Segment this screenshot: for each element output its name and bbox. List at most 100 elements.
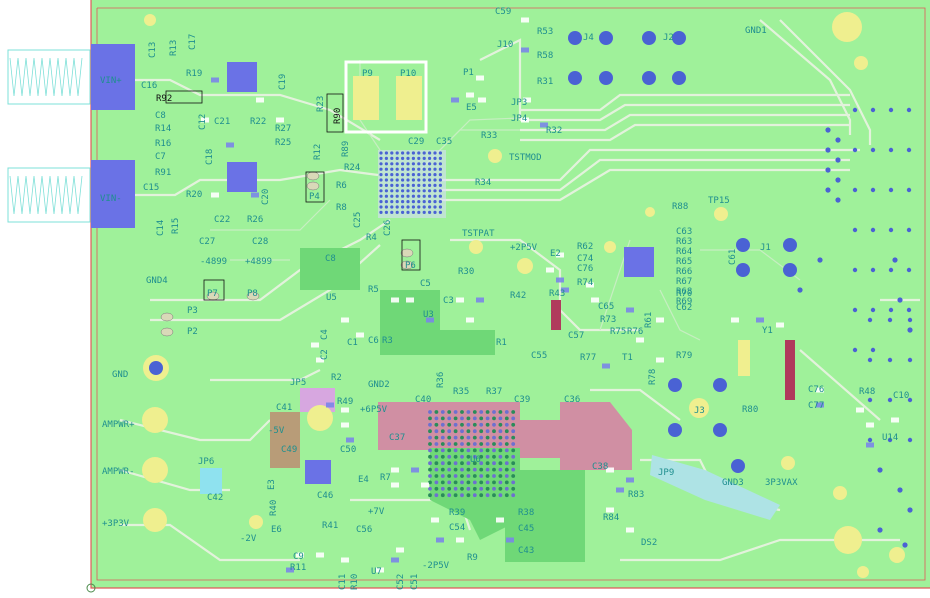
bga-ball bbox=[379, 151, 383, 155]
bga-ball bbox=[422, 194, 426, 198]
bga-ball bbox=[411, 151, 415, 155]
u6-ball bbox=[498, 454, 503, 459]
bga-ball bbox=[384, 194, 388, 198]
bga-ball bbox=[438, 173, 442, 177]
label-r70: R70 bbox=[676, 289, 692, 299]
via bbox=[783, 263, 797, 277]
u6-ball bbox=[453, 461, 458, 466]
label-r24: R24 bbox=[344, 163, 360, 173]
bga-ball bbox=[390, 162, 394, 166]
smd-pad bbox=[546, 267, 554, 273]
u6-ball bbox=[504, 461, 509, 466]
u6-ball bbox=[460, 480, 464, 485]
u6-ball bbox=[472, 480, 477, 485]
bga-ball bbox=[438, 183, 442, 187]
label-r65: R65 bbox=[676, 257, 692, 267]
bga-ball bbox=[433, 194, 437, 198]
smd-pad bbox=[341, 407, 349, 413]
u6-ball bbox=[511, 480, 516, 485]
ic-top-left[interactable] bbox=[227, 62, 257, 92]
mounting-pad bbox=[854, 56, 868, 70]
bga-ball bbox=[401, 167, 405, 171]
u6-ball bbox=[466, 474, 471, 478]
label-r36: R36 bbox=[436, 372, 446, 388]
via bbox=[907, 327, 913, 333]
u6-ball bbox=[511, 435, 516, 440]
u6-ball bbox=[460, 429, 464, 434]
label-r19: R19 bbox=[186, 69, 202, 79]
u6-ball bbox=[479, 435, 484, 440]
u6-ball bbox=[453, 442, 458, 446]
p9-pad[interactable] bbox=[353, 76, 379, 120]
smd-pad bbox=[521, 47, 529, 53]
u6-ball bbox=[485, 454, 490, 459]
c57-component[interactable] bbox=[551, 300, 561, 330]
u6-ball bbox=[434, 493, 439, 498]
u6-ball bbox=[434, 448, 439, 453]
label-y1: Y1 bbox=[762, 326, 773, 336]
via bbox=[852, 267, 858, 273]
c77-component[interactable] bbox=[785, 340, 795, 400]
smd-pad bbox=[523, 97, 531, 103]
u6-ball bbox=[498, 422, 503, 427]
u6-ball bbox=[434, 442, 439, 446]
u6-ball bbox=[447, 448, 452, 453]
label-n5v: -5V bbox=[268, 426, 285, 436]
bga-ball bbox=[417, 162, 421, 166]
via bbox=[736, 238, 750, 252]
smd-pad bbox=[256, 97, 264, 103]
label-c6: C6 bbox=[368, 336, 379, 346]
qfn-ic[interactable] bbox=[624, 247, 654, 277]
label-n2v: -2V bbox=[240, 534, 257, 544]
smd-pad bbox=[391, 482, 399, 488]
u6-ball bbox=[434, 416, 439, 421]
label-e4: E4 bbox=[358, 475, 369, 485]
p10-pad[interactable] bbox=[396, 76, 422, 120]
u3-pour bbox=[380, 290, 495, 355]
sma-connector-bottom[interactable] bbox=[7, 160, 135, 228]
label-gnd2: GND2 bbox=[368, 380, 390, 390]
via bbox=[568, 71, 582, 85]
u6-ball bbox=[447, 461, 452, 466]
label-r53: R53 bbox=[537, 27, 553, 37]
label-ampwr_n: AMPWR- bbox=[102, 467, 135, 477]
bga-ball bbox=[379, 200, 383, 204]
u6-grid[interactable] bbox=[428, 410, 516, 498]
u6-ball bbox=[453, 493, 458, 498]
board-inner-outline bbox=[96, 7, 926, 581]
u6-ball bbox=[440, 454, 445, 459]
bga-ball bbox=[422, 156, 426, 160]
u6-ball bbox=[485, 493, 490, 498]
u6-ball bbox=[460, 422, 464, 427]
label-jp5: JP5 bbox=[290, 378, 306, 388]
label-n4899a: -4899 bbox=[200, 257, 227, 267]
ic-e3[interactable] bbox=[305, 460, 331, 484]
label-r48: R48 bbox=[859, 387, 875, 397]
label-c41: C41 bbox=[276, 403, 292, 413]
u6-ball bbox=[440, 493, 445, 498]
label-r40: R40 bbox=[269, 500, 279, 516]
label-j4: J4 bbox=[583, 33, 594, 43]
label-r91: R91 bbox=[155, 168, 171, 178]
pads-yellow bbox=[142, 12, 905, 578]
ic-mid-left[interactable] bbox=[227, 162, 257, 192]
u6-ball bbox=[466, 448, 471, 453]
label-p9: P9 bbox=[362, 69, 373, 79]
via bbox=[906, 227, 912, 233]
bga-main[interactable] bbox=[378, 150, 446, 218]
label-e5: E5 bbox=[466, 103, 477, 113]
u6-ball bbox=[460, 416, 464, 421]
test-point-pad bbox=[400, 260, 414, 270]
via bbox=[907, 507, 913, 513]
label-gnd1: GND1 bbox=[745, 26, 767, 36]
y1-pad[interactable] bbox=[738, 340, 750, 376]
bga-ball bbox=[395, 173, 399, 177]
smd-pad bbox=[626, 307, 634, 313]
bga-ball bbox=[428, 151, 432, 155]
u6-ball bbox=[460, 493, 464, 498]
sma-connector-top[interactable] bbox=[7, 44, 135, 110]
bga-ball bbox=[417, 210, 421, 214]
u6-ball bbox=[511, 442, 516, 446]
